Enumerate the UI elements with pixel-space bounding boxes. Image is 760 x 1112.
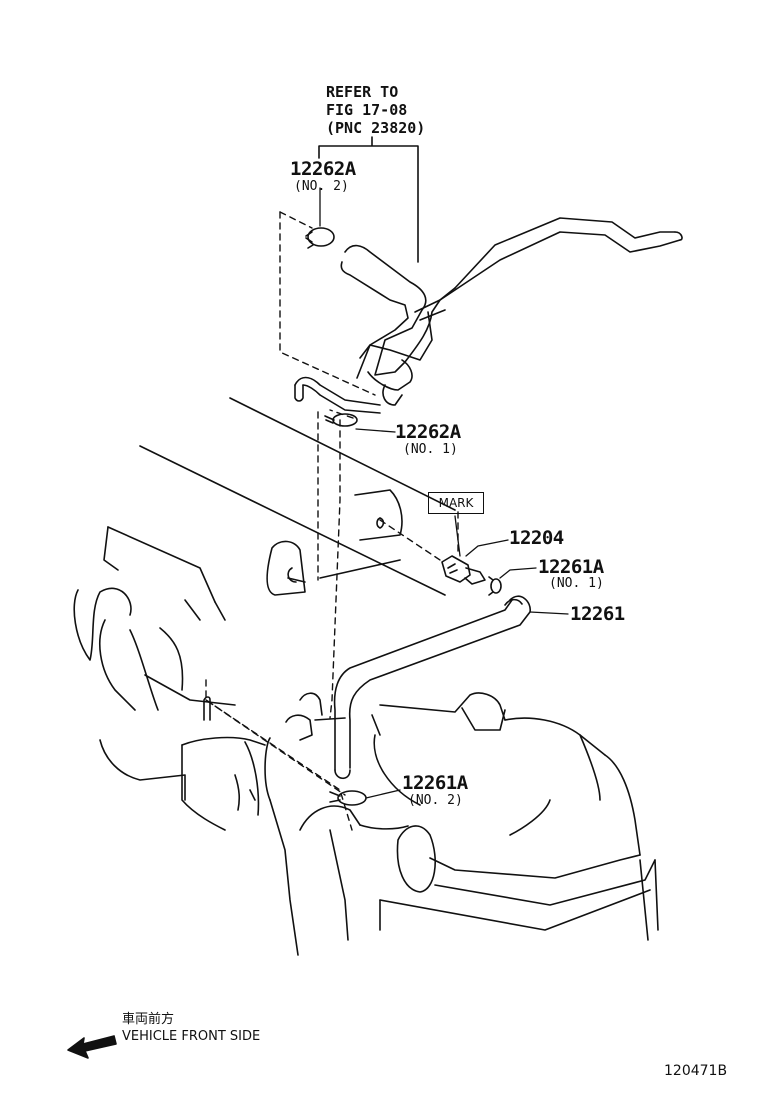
vehicle-front-japanese: 車両前方 <box>122 1012 175 1027</box>
part-qualifier-12262a-no1: (NO. 1) <box>403 442 458 457</box>
part-number-12262a-no2[interactable]: 12262A <box>290 158 356 180</box>
part-number-12261[interactable]: 12261 <box>570 603 625 625</box>
clamp-no2-bottom <box>329 790 367 806</box>
part-number-12262a-no1[interactable]: 12262A <box>395 421 461 443</box>
part-number-12204[interactable]: 12204 <box>509 527 564 549</box>
reference-line-2: FIG 17-08 <box>326 101 408 119</box>
part-qualifier-12261a-no1: (NO. 1) <box>549 576 604 591</box>
part-qualifier-12262a-no2: (NO. 2) <box>294 179 349 194</box>
clamp-no1-valve <box>488 576 502 596</box>
reference-line-1: REFER TO <box>326 83 399 101</box>
leader-lines <box>319 187 569 799</box>
front-direction-arrow-icon <box>67 1035 117 1059</box>
part-qualifier-12261a-no2: (NO. 2) <box>408 793 463 808</box>
upper-hose-assembly <box>294 217 683 414</box>
vehicle-front-label: VEHICLE FRONT SIDE <box>122 1029 261 1044</box>
clamp-no2-top <box>305 227 335 249</box>
reference-bracket <box>318 136 419 263</box>
part-number-12261a-no1[interactable]: 12261A <box>538 556 604 578</box>
diagram-code: 120471B <box>664 1063 728 1079</box>
pcv-valve <box>376 517 486 585</box>
pcv-hose <box>333 595 531 780</box>
part-number-12261a-no2[interactable]: 12261A <box>402 772 468 794</box>
mark-label: MARK <box>428 492 484 514</box>
clamp-no1-top <box>324 413 358 427</box>
assembly-lines <box>205 211 459 831</box>
engine-block <box>73 397 659 956</box>
reference-line-3: (PNC 23820) <box>326 119 426 137</box>
